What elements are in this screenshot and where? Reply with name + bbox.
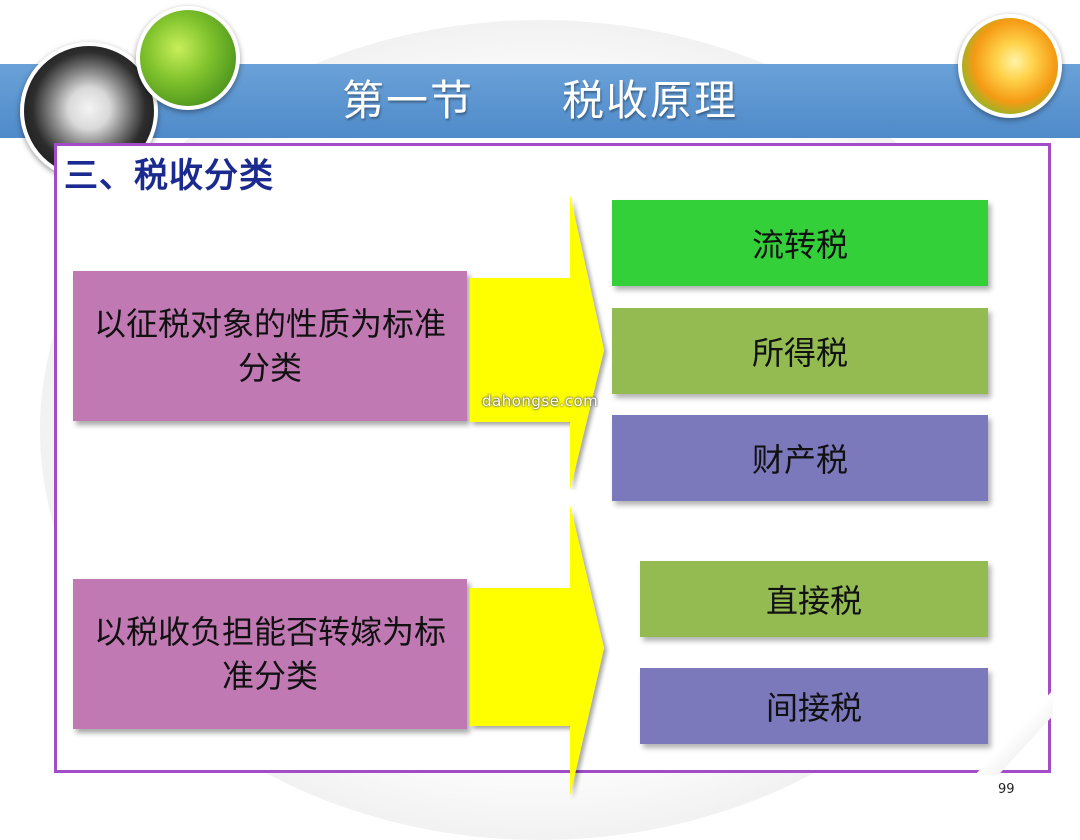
- arrow-right-icon: [470, 505, 604, 796]
- leaf-photo-icon: [136, 6, 240, 110]
- category-income-tax: 所得税: [612, 308, 988, 394]
- category-property-tax: 财产税: [612, 415, 988, 501]
- section-heading: 三、税收分类: [64, 156, 274, 196]
- category-direct-tax: 直接税: [640, 561, 988, 637]
- watermark: dahongse.com: [482, 392, 599, 410]
- page-number: 99: [998, 782, 1015, 797]
- category-indirect-tax: 间接税: [640, 668, 988, 744]
- flower-photo-icon: [958, 14, 1062, 118]
- criterion-box-nature: 以征税对象的性质为标准分类: [73, 271, 467, 421]
- category-turnover-tax: 流转税: [612, 200, 988, 286]
- criterion-box-burden: 以税收负担能否转嫁为标准分类: [73, 579, 467, 729]
- slide-title: 第一节 税收原理: [341, 76, 738, 125]
- arrow-right-icon: [470, 195, 604, 490]
